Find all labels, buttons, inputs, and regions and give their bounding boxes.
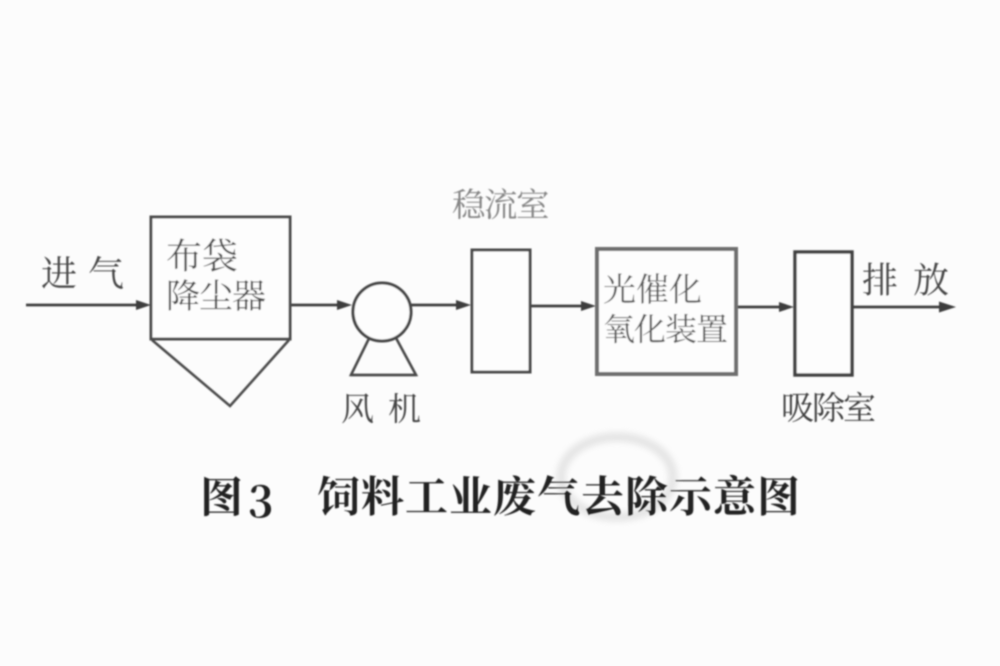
outlet-gas-label: 排 放 [859,256,951,296]
arrowhead [581,301,596,311]
flow-stabilizing-chamber-label: 稳流室 [445,176,550,214]
bag-dust-collector-label-line2: 降尘器 [163,275,268,313]
fan-circle [351,281,413,343]
arrowhead [337,300,352,310]
figure-caption: 图 3 饲料工业废气去除示意图 [200,468,810,520]
bag-dust-collector-label-line1: 布袋 [163,233,243,273]
photocatalytic-label-line1: 光催化 [600,268,702,305]
flow-connectors [26,300,956,313]
arrowhead [779,302,794,312]
photocatalytic-label-line2: 氧化装置 [600,308,730,344]
arrowhead [456,300,471,310]
fan-label: 风 机 [338,388,423,425]
diagram-drawing [26,188,956,522]
arrowhead [136,300,151,310]
caption-prefix: 图 3 [200,480,274,520]
fan-shape [348,281,419,377]
flow-stabilizing-chamber-shape [470,248,532,374]
photocatalytic-oxidation-unit-shape [595,247,738,376]
inlet-gas-label: 进 气 [38,250,130,290]
arrowhead [939,301,956,313]
watermark-ring [556,432,678,522]
absorption-chamber-shape [793,250,854,377]
absorption-chamber-label: 吸除室 [778,386,878,423]
caption-title: 饲料工业废气去除示意图 [330,480,792,520]
bag-dust-collector-shape [149,215,292,408]
